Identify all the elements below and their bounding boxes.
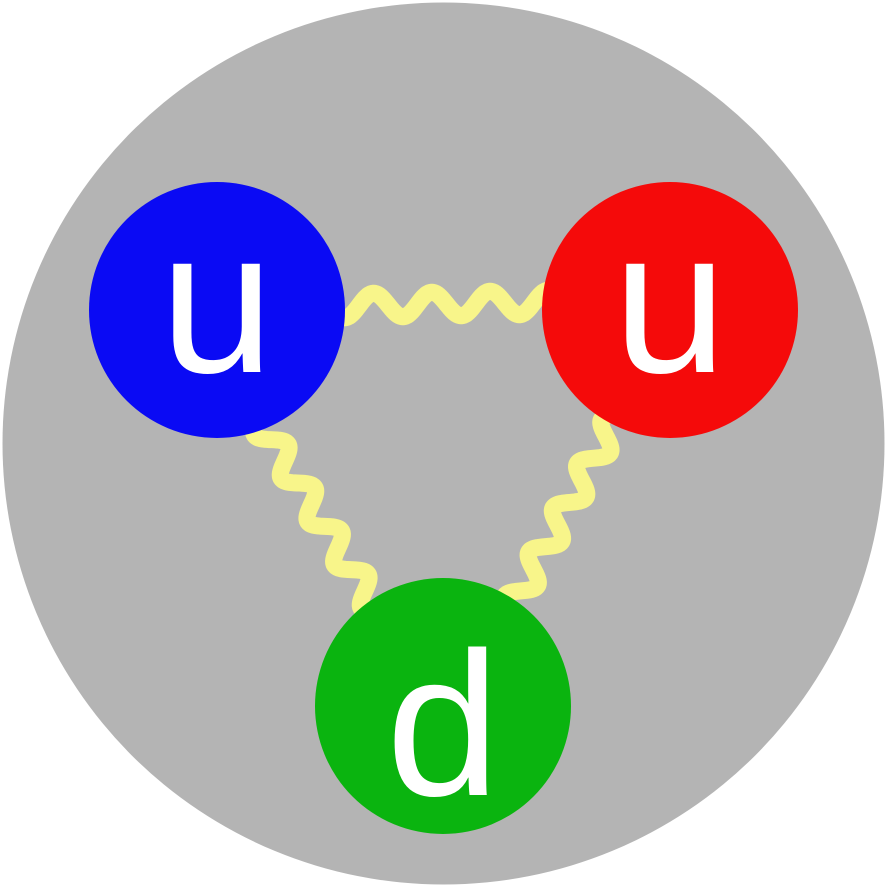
- gluon-up-down-right: [495, 405, 627, 622]
- quark-up-red: u: [542, 182, 798, 438]
- gluon-up-up: [321, 281, 572, 327]
- quark-up-red-label: u: [613, 187, 727, 416]
- quark-up-blue-label: u: [160, 187, 274, 416]
- quark-down-green: d: [315, 578, 571, 839]
- quark-down-green-circle: [315, 578, 571, 834]
- gluon-up-down-left: [245, 409, 387, 622]
- quark-up-blue-circle: [89, 182, 345, 438]
- quark-down-green-label: d: [386, 610, 500, 839]
- quark-up-red-circle: [542, 182, 798, 438]
- quark-up-blue: u: [89, 182, 345, 438]
